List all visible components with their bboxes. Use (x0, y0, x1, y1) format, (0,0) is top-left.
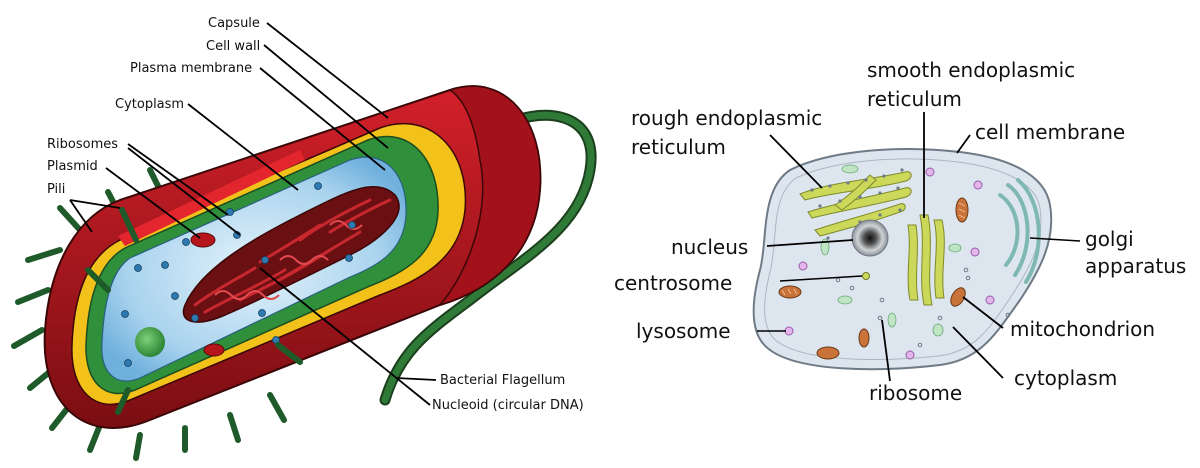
bacterium (11, 85, 597, 461)
granule (135, 327, 165, 357)
label-plasmid: Plasmid (47, 159, 98, 174)
label-smooth-er-1: smooth endoplasmic (867, 58, 1075, 82)
golgi (998, 178, 1041, 284)
label-pili: Pili (47, 182, 65, 197)
vesicles (820, 164, 962, 337)
label-cell-wall: Cell wall (206, 39, 260, 54)
cell-membrane-shape (752, 148, 1053, 371)
label-cytoplasm: cytoplasm (1014, 366, 1117, 390)
label-golgi-2: apparatus (1085, 254, 1186, 278)
label-rough-er-2: reticulum (631, 135, 726, 159)
label-capsule: Capsule (208, 16, 260, 31)
label-ribosomes: Ribosomes (47, 137, 118, 152)
eukaryote-labels: smooth endoplasmic reticulum rough endop… (614, 58, 1186, 405)
free-ribosomes (835, 267, 1011, 348)
nucleoid (182, 186, 400, 323)
smooth-er (907, 214, 945, 306)
prokaryote-labels: Capsule Cell wall Plasma membrane Cytopl… (47, 16, 584, 413)
centrosome-shape (862, 272, 870, 280)
nucleus-shape (851, 219, 889, 257)
label-nucleoid: Nucleoid (circular DNA) (432, 398, 584, 413)
label-mitochondrion: mitochondrion (1010, 317, 1155, 341)
label-rough-er-1: rough endoplasmic (631, 106, 822, 130)
label-smooth-er-2: reticulum (867, 87, 962, 111)
mitochondria (778, 197, 969, 360)
plasmids (190, 232, 225, 357)
label-cell-membrane: cell membrane (975, 120, 1125, 144)
rough-er (799, 171, 912, 237)
label-flagellum: Bacterial Flagellum (440, 373, 565, 388)
animal-cell (752, 148, 1053, 371)
prokaryote-leaders (69, 22, 437, 406)
label-plasma-membrane: Plasma membrane (130, 61, 252, 76)
label-lysosome: lysosome (636, 319, 731, 343)
eukaryote-leaders (757, 112, 1081, 382)
ribosomes (121, 182, 356, 367)
label-golgi-1: golgi (1085, 227, 1134, 251)
label-centrosome: centrosome (614, 271, 732, 295)
label-nucleus: nucleus (671, 235, 748, 259)
label-ribosome: ribosome (869, 381, 962, 405)
label-cytoplasm: Cytoplasm (115, 97, 184, 112)
